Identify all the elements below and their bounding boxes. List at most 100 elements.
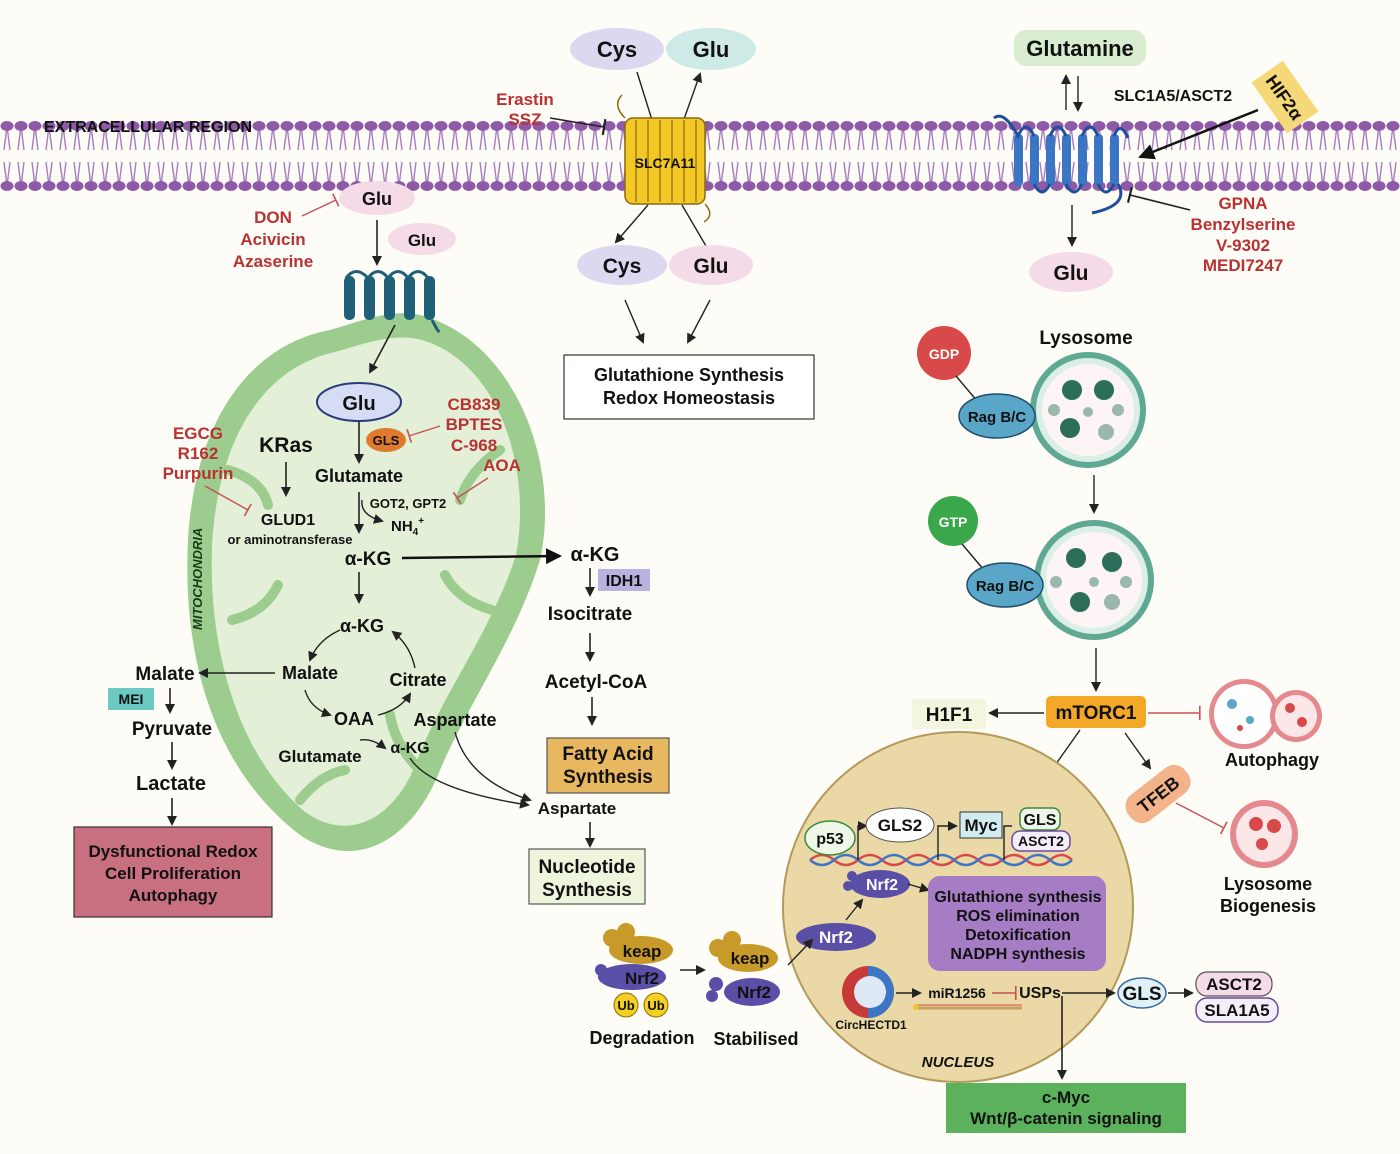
asct2-outer [1195, 971, 1273, 997]
sla1a5-outer [1195, 997, 1279, 1023]
inhibitor-benzylserine: Benzylserine [1191, 215, 1296, 234]
citrate-tca: Citrate [389, 670, 446, 690]
svg-text:Glu: Glu [408, 231, 436, 250]
inhibitor-cb839: CB839 [448, 395, 501, 414]
inhibitor-acivicin: Acivicin [240, 230, 305, 249]
dna-helix [809, 853, 1073, 867]
svg-text:Myc: Myc [964, 816, 997, 835]
gls-enzyme [366, 428, 406, 452]
glu-bubble-membrane [339, 181, 415, 215]
inhibitor-v9302: V-9302 [1216, 236, 1270, 255]
svg-text:Nrf2: Nrf2 [625, 969, 659, 988]
mirna-strand [913, 1004, 1022, 1010]
inhibitor-bptes: BPTES [446, 415, 503, 434]
akg-mito-2: α-KG [390, 740, 429, 757]
lysosome-biogenesis-icon [1230, 800, 1298, 868]
svg-text:ASCT2: ASCT2 [1206, 975, 1262, 994]
svg-text:GLS: GLS [373, 433, 400, 448]
circhectd1-label: CircHECTD1 [835, 1018, 907, 1032]
svg-text:c-Myc: c-Myc [1042, 1088, 1090, 1107]
fatty-acid-box [546, 737, 670, 794]
malate-cytosol: Malate [135, 664, 194, 685]
slc1a5-transporter [993, 114, 1130, 215]
inhibitor-aoa: AOA [483, 456, 521, 475]
inhibitor-ssz: SSZ [508, 110, 541, 129]
mitochondria-label: MITOCHONDRIA [190, 528, 205, 630]
nucleotide-box [528, 848, 646, 905]
degradation-label: Degradation [589, 1028, 694, 1048]
mei-box [108, 688, 154, 710]
svg-text:Fatty Acid: Fatty Acid [562, 744, 653, 765]
svg-text:Wnt/β-catenin signaling: Wnt/β-catenin signaling [970, 1109, 1162, 1128]
svg-text:p53: p53 [816, 831, 844, 848]
dysfunctional-redox-box [73, 826, 273, 918]
aspartate-cytosol: Aspartate [538, 799, 616, 818]
p53-oval [804, 820, 856, 856]
glud1-label: GLUD1 [261, 512, 315, 529]
keap-nrf2-degradation [595, 923, 673, 1018]
inhibitor-r162: R162 [178, 444, 219, 463]
h1f1-box [912, 699, 986, 729]
acetylcoa-label: Acetyl-CoA [545, 672, 648, 693]
glu-bubble-in [669, 245, 753, 285]
lysosome-top [1030, 352, 1146, 468]
mito-transporter [344, 270, 440, 333]
cys-bubble-in [577, 245, 667, 285]
inhibitor-don: DON [254, 208, 292, 227]
svg-text:mTORC1: mTORC1 [1056, 703, 1137, 724]
svg-text:MEI: MEI [119, 691, 144, 707]
cmyc-box [946, 1083, 1186, 1133]
malate-tca: Malate [282, 663, 338, 683]
stabilised-label: Stabilised [713, 1029, 798, 1049]
glutamate-label: Glutamate [315, 466, 403, 486]
nrf2-entering [796, 923, 876, 951]
svg-text:Glu: Glu [693, 37, 730, 62]
rag-bc-top [958, 393, 1036, 439]
svg-text:Glu: Glu [342, 393, 375, 415]
kras-label: KRas [259, 434, 313, 457]
svg-text:Detoxification: Detoxification [965, 927, 1071, 944]
gls-nucleus [1019, 807, 1061, 831]
nrf2-targets-box [928, 876, 1106, 971]
akg-mito: α-KG [345, 549, 392, 570]
svg-text:Nrf2: Nrf2 [737, 983, 771, 1002]
svg-text:Ub: Ub [617, 998, 634, 1013]
svg-text:Redox Homeostasis: Redox Homeostasis [603, 388, 775, 408]
keap-nrf2-stabilised [706, 931, 780, 1006]
svg-text:SLA1A5: SLA1A5 [1204, 1001, 1269, 1020]
lysosome-biogenesis-label-1: Lysosome [1224, 874, 1312, 894]
svg-text:Synthesis: Synthesis [563, 767, 653, 788]
aspartate-mito: Aspartate [413, 710, 496, 730]
glu-bubble-right [1029, 252, 1113, 292]
mir1256-label: miR1256 [928, 985, 986, 1001]
svg-text:Glu: Glu [1054, 262, 1089, 285]
mtorc1-box [1046, 696, 1146, 728]
svg-text:ASCT2: ASCT2 [1018, 833, 1064, 849]
svg-text:Cys: Cys [603, 255, 642, 278]
svg-text:Ub: Ub [647, 998, 664, 1013]
inhibitor-medi7247: MEDI7247 [1203, 256, 1283, 275]
svg-text:GLS: GLS [1122, 984, 1161, 1005]
rag-bc-bottom [966, 562, 1044, 608]
circhectd1-icon [842, 966, 894, 1018]
glud1-alt-label: or aminotransferase [228, 532, 353, 547]
svg-text:Cys: Cys [597, 37, 637, 62]
lysosome-bottom [1034, 520, 1154, 640]
svg-text:Synthesis: Synthesis [542, 880, 632, 901]
inhibitor-purpurin: Purpurin [163, 464, 234, 483]
autophagy-label: Autophagy [1225, 750, 1319, 770]
extracellular-region-label: EXTRACELLULAR REGION [44, 119, 252, 136]
svg-text:Nrf2: Nrf2 [866, 877, 898, 894]
svg-text:H1F1: H1F1 [926, 705, 973, 726]
nh4-label: NH4+ [391, 516, 424, 538]
svg-text:Autophagy: Autophagy [129, 886, 218, 905]
svg-text:Rag B/C: Rag B/C [976, 578, 1035, 595]
svg-text:Glutathione Synthesis: Glutathione Synthesis [594, 365, 784, 385]
tfeb-tag: TFEB [1125, 764, 1191, 824]
svg-text:Nrf2: Nrf2 [819, 928, 853, 947]
cys-bubble-out [570, 28, 664, 70]
lactate-label: Lactate [136, 773, 206, 795]
usps-label: USPs [1019, 985, 1061, 1002]
svg-text:NADPH synthesis: NADPH synthesis [950, 946, 1085, 963]
